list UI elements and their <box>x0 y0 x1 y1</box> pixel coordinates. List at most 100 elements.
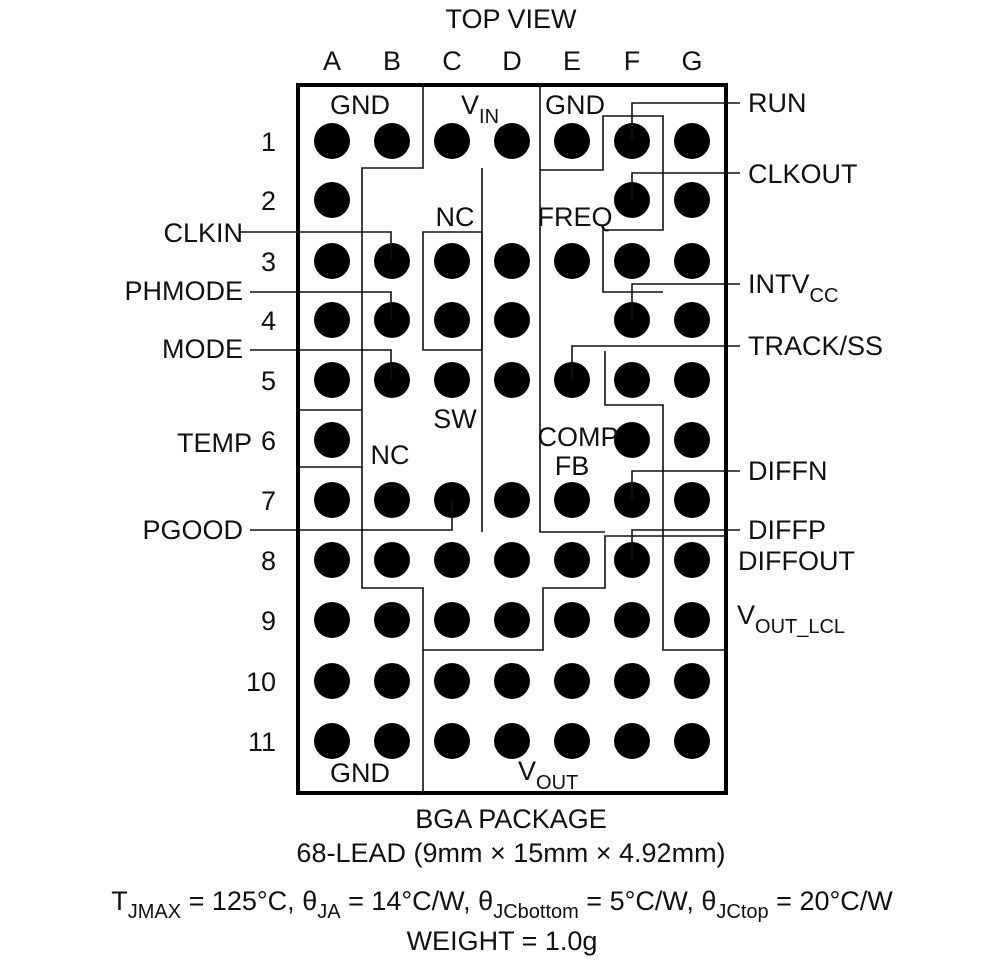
ball-d9 <box>494 602 530 638</box>
package-name: BGA PACKAGE <box>415 804 607 834</box>
pin-leader-lines <box>240 102 740 560</box>
ball-f3 <box>614 243 650 279</box>
pin-label-clkin: CLKIN <box>163 218 243 248</box>
row-label-1: 1 <box>261 127 276 157</box>
ball-d8 <box>494 542 530 578</box>
row-label-5: 5 <box>261 366 276 396</box>
row-label-2: 2 <box>261 186 276 216</box>
ball-a1 <box>314 123 350 159</box>
ball-a2 <box>314 182 350 218</box>
column-label-e: E <box>563 46 581 76</box>
ball-g8 <box>674 542 710 578</box>
row-label-11: 11 <box>248 727 276 757</box>
pin-label-temp: TEMP <box>177 428 252 458</box>
region-label-vin: VIN <box>461 90 499 128</box>
ball-d1 <box>494 123 530 159</box>
ball-e7 <box>554 482 590 518</box>
package-weight: WEIGHT = 1.0g <box>407 926 598 956</box>
ball-b3 <box>374 243 410 279</box>
ball-e11 <box>554 723 590 759</box>
pin-label-diffp: DIFFP <box>748 515 826 545</box>
region-label-vout: VOUT <box>518 756 578 794</box>
ball-c5 <box>434 362 470 398</box>
ball-c9 <box>434 602 470 638</box>
ball-d10 <box>494 663 530 699</box>
ball-e9 <box>554 602 590 638</box>
pin-label-vout-lcl: VOUT_LCL <box>737 600 845 638</box>
ball-g1 <box>674 123 710 159</box>
row-label-9: 9 <box>261 606 276 636</box>
ball-e8 <box>554 542 590 578</box>
ball-b11 <box>374 723 410 759</box>
column-label-c: C <box>442 46 462 76</box>
ball-d7 <box>494 482 530 518</box>
pin-label-intvcc: INTVCC <box>748 269 838 307</box>
ball-b1 <box>374 123 410 159</box>
ball-d5 <box>494 362 530 398</box>
ball-g9 <box>674 602 710 638</box>
ball-g7 <box>674 482 710 518</box>
ball-e10 <box>554 663 590 699</box>
column-label-a: A <box>323 46 341 76</box>
pin-label-diffout: DIFFOUT <box>738 546 855 576</box>
column-label-b: B <box>383 46 401 76</box>
ball-b4 <box>374 302 410 338</box>
column-label-g: G <box>681 46 702 76</box>
row-label-7: 7 <box>261 486 276 516</box>
pin-label-pgood: PGOOD <box>142 515 243 545</box>
ball-f9 <box>614 602 650 638</box>
row-label-4: 4 <box>261 306 276 336</box>
ball-c3 <box>434 243 470 279</box>
ball-b10 <box>374 663 410 699</box>
ball-a11 <box>314 723 350 759</box>
column-label-f: F <box>624 46 641 76</box>
pin-label-track-ss: TRACK/SS <box>748 331 883 361</box>
top-view-title: TOP VIEW <box>445 4 577 34</box>
ball-a8 <box>314 542 350 578</box>
ball-grid <box>314 123 710 759</box>
ball-f10 <box>614 663 650 699</box>
column-label-d: D <box>502 46 522 76</box>
ball-g11 <box>674 723 710 759</box>
region-label-sw: SW <box>433 404 477 434</box>
ball-a7 <box>314 482 350 518</box>
ball-g5 <box>674 362 710 398</box>
ball-c1 <box>434 123 470 159</box>
ball-b5 <box>374 362 410 398</box>
region-label-gnd-bottom: GND <box>330 758 390 788</box>
ball-g10 <box>674 663 710 699</box>
region-boundaries <box>298 85 726 793</box>
region-label-fb: FB <box>555 451 590 481</box>
ball-a6 <box>314 422 350 458</box>
ball-a10 <box>314 663 350 699</box>
ball-f6 <box>614 422 650 458</box>
ball-c11 <box>434 723 470 759</box>
ball-c8 <box>434 542 470 578</box>
region-label-nc-upper: NC <box>436 202 475 232</box>
ball-c10 <box>434 663 470 699</box>
ball-a3 <box>314 243 350 279</box>
ball-g6 <box>674 422 710 458</box>
ball-c4 <box>434 302 470 338</box>
ball-b7 <box>374 482 410 518</box>
ball-d11 <box>494 723 530 759</box>
row-label-6: 6 <box>261 426 276 456</box>
ball-f5 <box>614 362 650 398</box>
pin-label-phmode: PHMODE <box>124 276 243 306</box>
row-label-8: 8 <box>261 546 276 576</box>
package-leads: 68-LEAD (9mm × 15mm × 4.92mm) <box>296 838 725 868</box>
ball-e3 <box>554 243 590 279</box>
ball-e1 <box>554 123 590 159</box>
region-label-comp: COMP <box>538 422 619 452</box>
ball-g4 <box>674 302 710 338</box>
pin-label-run: RUN <box>748 88 807 118</box>
ball-a4 <box>314 302 350 338</box>
ball-b9 <box>374 602 410 638</box>
row-label-3: 3 <box>261 247 276 277</box>
ball-d4 <box>494 302 530 338</box>
ball-f11 <box>614 723 650 759</box>
ball-g2 <box>674 182 710 218</box>
pin-label-clkout: CLKOUT <box>748 159 858 189</box>
